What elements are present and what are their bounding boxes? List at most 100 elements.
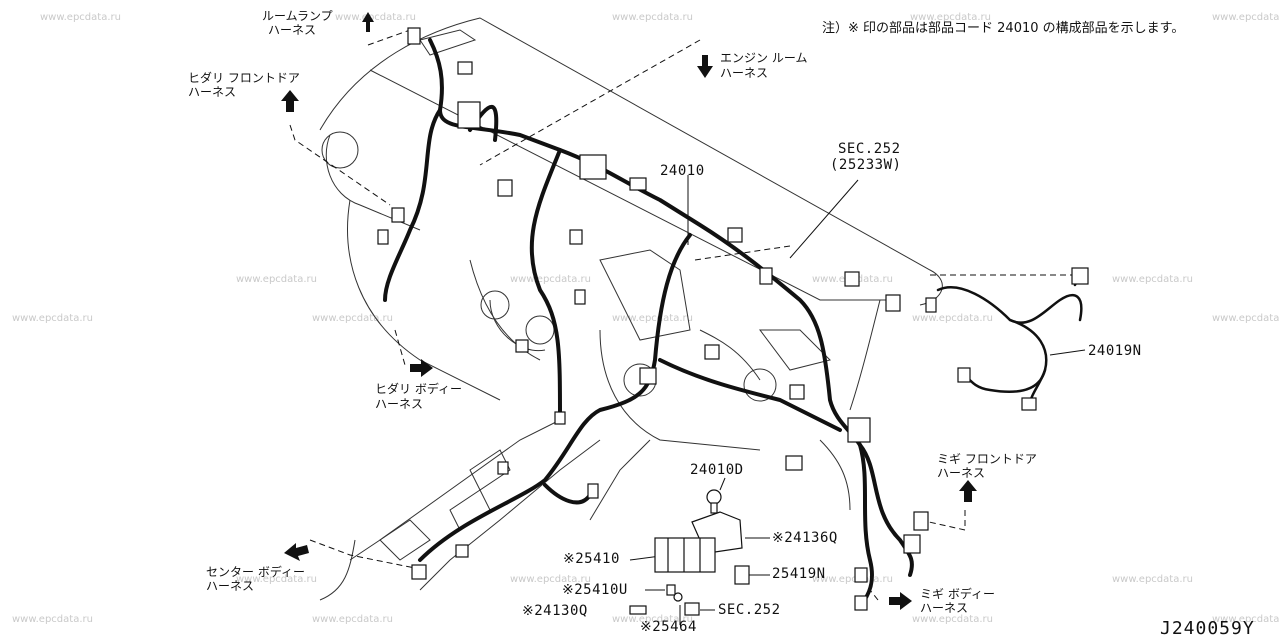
dashboard-outline	[319, 17, 943, 306]
leader-right-front-door	[919, 510, 966, 531]
label-center-body-line2: ハーネス	[206, 579, 255, 593]
watermark: www.epcdata.ru	[912, 614, 993, 625]
dashboard-outline	[599, 329, 761, 451]
dashboard-outline	[599, 249, 691, 341]
watermark: www.epcdata.ru	[312, 313, 393, 324]
label-left-front-door-line2: ハーネス	[188, 85, 237, 99]
part-24010: 24010	[660, 163, 705, 179]
part-sec252-bottom: SEC.252	[718, 602, 781, 618]
connector	[407, 27, 421, 45]
connector	[515, 339, 529, 353]
label-left-body-line2: ハーネス	[375, 397, 424, 411]
connector-sec252	[684, 602, 700, 616]
dashboard-outline	[759, 329, 831, 371]
part-25410U: ※25410U	[562, 582, 628, 598]
relay-25419N	[734, 565, 750, 585]
fuse-25410U	[666, 584, 676, 596]
left-vent	[321, 131, 359, 169]
label-left-front-door-line1: ヒダリ フロントドア	[188, 71, 300, 85]
center-console	[589, 439, 651, 521]
label-right-front-door-line1: ミギ フロントドア	[937, 452, 1037, 466]
connector	[903, 534, 921, 554]
connector	[885, 294, 901, 312]
part-sec252-top-line1: SEC.252	[838, 141, 901, 157]
fuse-block-25410	[654, 537, 716, 573]
connector	[847, 417, 871, 443]
connector	[854, 567, 868, 583]
watermark: www.epcdata.ru	[335, 12, 416, 23]
connector	[497, 461, 509, 475]
center-console	[419, 439, 601, 591]
part-24136Q: ※24136Q	[772, 530, 838, 546]
watermark: www.epcdata.ru	[1212, 313, 1280, 324]
watermark: www.epcdata.ru	[12, 614, 93, 625]
dashboard-outline	[347, 199, 501, 401]
dashboard-outline	[819, 439, 851, 511]
label-engine-room-line2: ハーネス	[720, 66, 769, 80]
center-console	[379, 519, 431, 561]
harness-24019N	[936, 286, 1083, 324]
arrow-right-icon	[889, 592, 912, 610]
leader-room-lamp	[367, 29, 411, 46]
connector	[639, 367, 657, 385]
leader-sec252-top	[789, 179, 859, 259]
connector	[569, 229, 583, 245]
connector	[574, 289, 586, 305]
connector	[579, 154, 607, 180]
center-console	[319, 539, 356, 601]
connector	[925, 297, 937, 313]
connector	[587, 483, 599, 499]
main-harness	[858, 443, 914, 577]
bolt-24010D-shank	[710, 502, 718, 514]
connector	[554, 411, 566, 425]
part-24019N: 24019N	[1088, 343, 1142, 359]
watermark: www.epcdata.ru	[40, 12, 121, 23]
leader-24019N-part	[1049, 349, 1086, 356]
arrow-left-icon	[284, 543, 309, 561]
connector	[1071, 267, 1089, 285]
watermark: www.epcdata.ru	[312, 614, 393, 625]
arrow-up-icon	[362, 12, 374, 32]
dashboard-outline	[419, 29, 477, 56]
main-harness	[418, 233, 692, 562]
watermark: www.epcdata.ru	[1112, 574, 1193, 585]
gauge-circle	[743, 368, 777, 402]
harness-24019N	[963, 318, 1048, 394]
connector	[913, 511, 929, 531]
watermark: www.epcdata.ru	[236, 574, 317, 585]
leader-sec252	[694, 245, 791, 261]
main-harness	[428, 38, 862, 447]
label-room-lamp-line2: ハーネス	[268, 23, 317, 37]
label-right-front-door-line2: ハーネス	[937, 466, 986, 480]
connector	[497, 179, 513, 197]
connector	[759, 267, 773, 285]
diagram-code: J240059Y	[1160, 618, 1255, 639]
center-console	[349, 419, 561, 561]
note-text: 注）※ 印の部品は部品コード 24010 の構成部品を示します。	[822, 21, 1185, 36]
main-harness	[658, 358, 842, 432]
dashboard-outline	[469, 259, 541, 361]
arrow-up-icon	[281, 90, 299, 112]
connector	[704, 344, 720, 360]
watermark: www.epcdata.ru	[1112, 274, 1193, 285]
label-right-body-line2: ハーネス	[920, 601, 969, 615]
part-25410: ※25410	[563, 551, 620, 567]
watermark: www.epcdata.ru	[612, 12, 693, 23]
part-25419N: 25419N	[772, 566, 826, 582]
main-harness	[858, 443, 874, 607]
connector	[957, 367, 971, 383]
main-harness	[543, 483, 592, 505]
connector	[629, 177, 647, 191]
main-harness	[529, 148, 562, 422]
label-engine-room-line1: エンジン ルーム	[720, 51, 808, 65]
leader-center-body	[309, 539, 416, 569]
connector	[411, 564, 427, 580]
leader-engine-room	[479, 39, 701, 166]
connector	[455, 544, 469, 558]
watermark: www.epcdata.ru	[912, 313, 993, 324]
arrow-down-icon	[697, 55, 713, 78]
arrow-up-icon	[959, 480, 977, 502]
connector	[844, 271, 860, 287]
main-harness	[383, 108, 442, 302]
connector	[854, 595, 868, 611]
